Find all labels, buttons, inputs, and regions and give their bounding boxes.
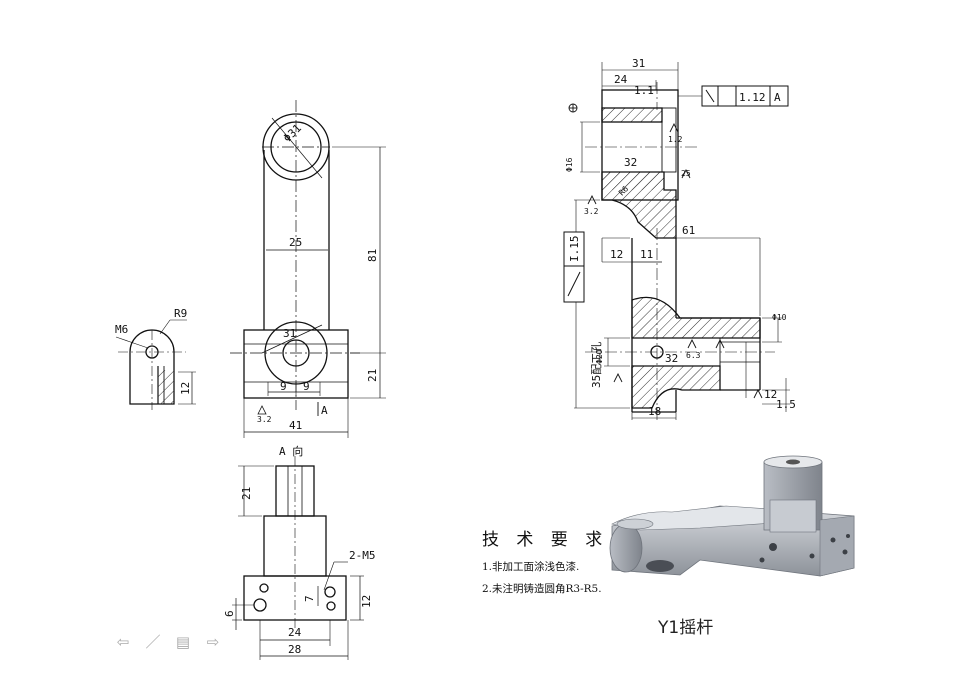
dim-phi16: Φ16 <box>565 157 574 172</box>
tech-line-2: 2.未注明铸造圆角R3-R5. <box>482 582 602 595</box>
dim-7: 7 <box>303 595 316 602</box>
dim-35: 35配工孔 <box>590 342 603 388</box>
dim-11: 11 <box>640 248 653 261</box>
label-m6: M6 <box>115 323 128 336</box>
roughness-a: 1.2 <box>668 135 683 144</box>
left-side-dimensions: M6 R9 12 <box>115 307 192 395</box>
dim-61: 61 <box>682 224 695 237</box>
roughness-b: 3.2 <box>584 207 599 216</box>
gdt-box-value: I.15 <box>568 236 581 263</box>
dim-28: 28 <box>288 643 301 656</box>
dim-41: 41 <box>289 419 302 432</box>
gdt-value: 1.12 <box>739 91 766 104</box>
tol-1-1: 1.1 <box>634 84 654 97</box>
dim-6: 6 <box>223 610 236 617</box>
pen-icon[interactable]: ／ <box>145 633 161 651</box>
dim-12b: 12 <box>360 595 373 608</box>
next-arrow-icon[interactable]: ⇨ <box>206 633 220 651</box>
left-side-view <box>115 319 196 410</box>
dim-12d: 12 <box>764 388 777 401</box>
dim-12: 12 <box>179 382 192 395</box>
dim-21: 21 <box>366 369 379 382</box>
dim-31: 31 <box>283 327 296 340</box>
previous-arrow-icon[interactable]: ⇦ <box>116 633 130 651</box>
dim-9a: 9 <box>280 380 287 393</box>
gdt-datum: A <box>774 91 781 104</box>
dim-81: 81 <box>366 249 379 262</box>
view-a <box>232 456 364 660</box>
view-a-title: A 向 <box>279 444 303 458</box>
tech-title: 技 术 要 求 <box>482 530 608 550</box>
label-2-m5: 2-M5 <box>349 549 376 562</box>
dim-25b: 25 <box>681 169 691 178</box>
tech-line-1: 1.非加工面涂浅色漆. <box>482 560 579 573</box>
dim-21b: 21 <box>240 487 253 500</box>
dim-1-5: 1.5 <box>776 398 796 411</box>
section-view <box>563 62 790 420</box>
dim-12c: 12 <box>610 248 623 261</box>
view-arrow-a: A <box>321 404 328 417</box>
menu-icon[interactable]: ▤ <box>175 633 191 651</box>
technical-requirements: 技 术 要 求 1.非加工面涂浅色漆. 2.未注明铸造圆角R3-R5. <box>482 530 608 595</box>
roughness-c: 6.3 <box>686 351 701 360</box>
dim-18: 18 <box>648 405 661 418</box>
dim-25: 25 <box>289 236 302 249</box>
dim-9b: 9 <box>303 380 310 393</box>
view-a-dimensions: A 向 21 2-M5 7 12 6 24 28 <box>223 444 376 656</box>
front-view <box>230 100 386 438</box>
roughness-3-2: 3.2 <box>257 415 272 424</box>
dim-24: 24 <box>288 626 302 639</box>
rocker-arm-3d-render <box>609 455 855 577</box>
section-dimensions: 31 24 1.1 1.12 A I.15 R6 32 25 12 11 61 … <box>565 57 796 418</box>
slide-navigation: ⇦ ／ ▤ ⇨ <box>113 634 223 650</box>
dim-phi20: Φ20 <box>595 349 604 364</box>
dim-phi10: Φ10 <box>772 313 787 322</box>
figure-caption: Y1摇杆 <box>657 618 713 638</box>
label-r9: R9 <box>174 307 187 320</box>
dim-32b: 32 <box>665 352 678 365</box>
dim-24b: 24 <box>614 73 628 86</box>
dim-32: 32 <box>624 156 637 169</box>
front-dimensions: Φ31 25 31 81 21 9 9 41 3.2 A <box>257 122 379 432</box>
dim-31c: 31 <box>632 57 645 70</box>
